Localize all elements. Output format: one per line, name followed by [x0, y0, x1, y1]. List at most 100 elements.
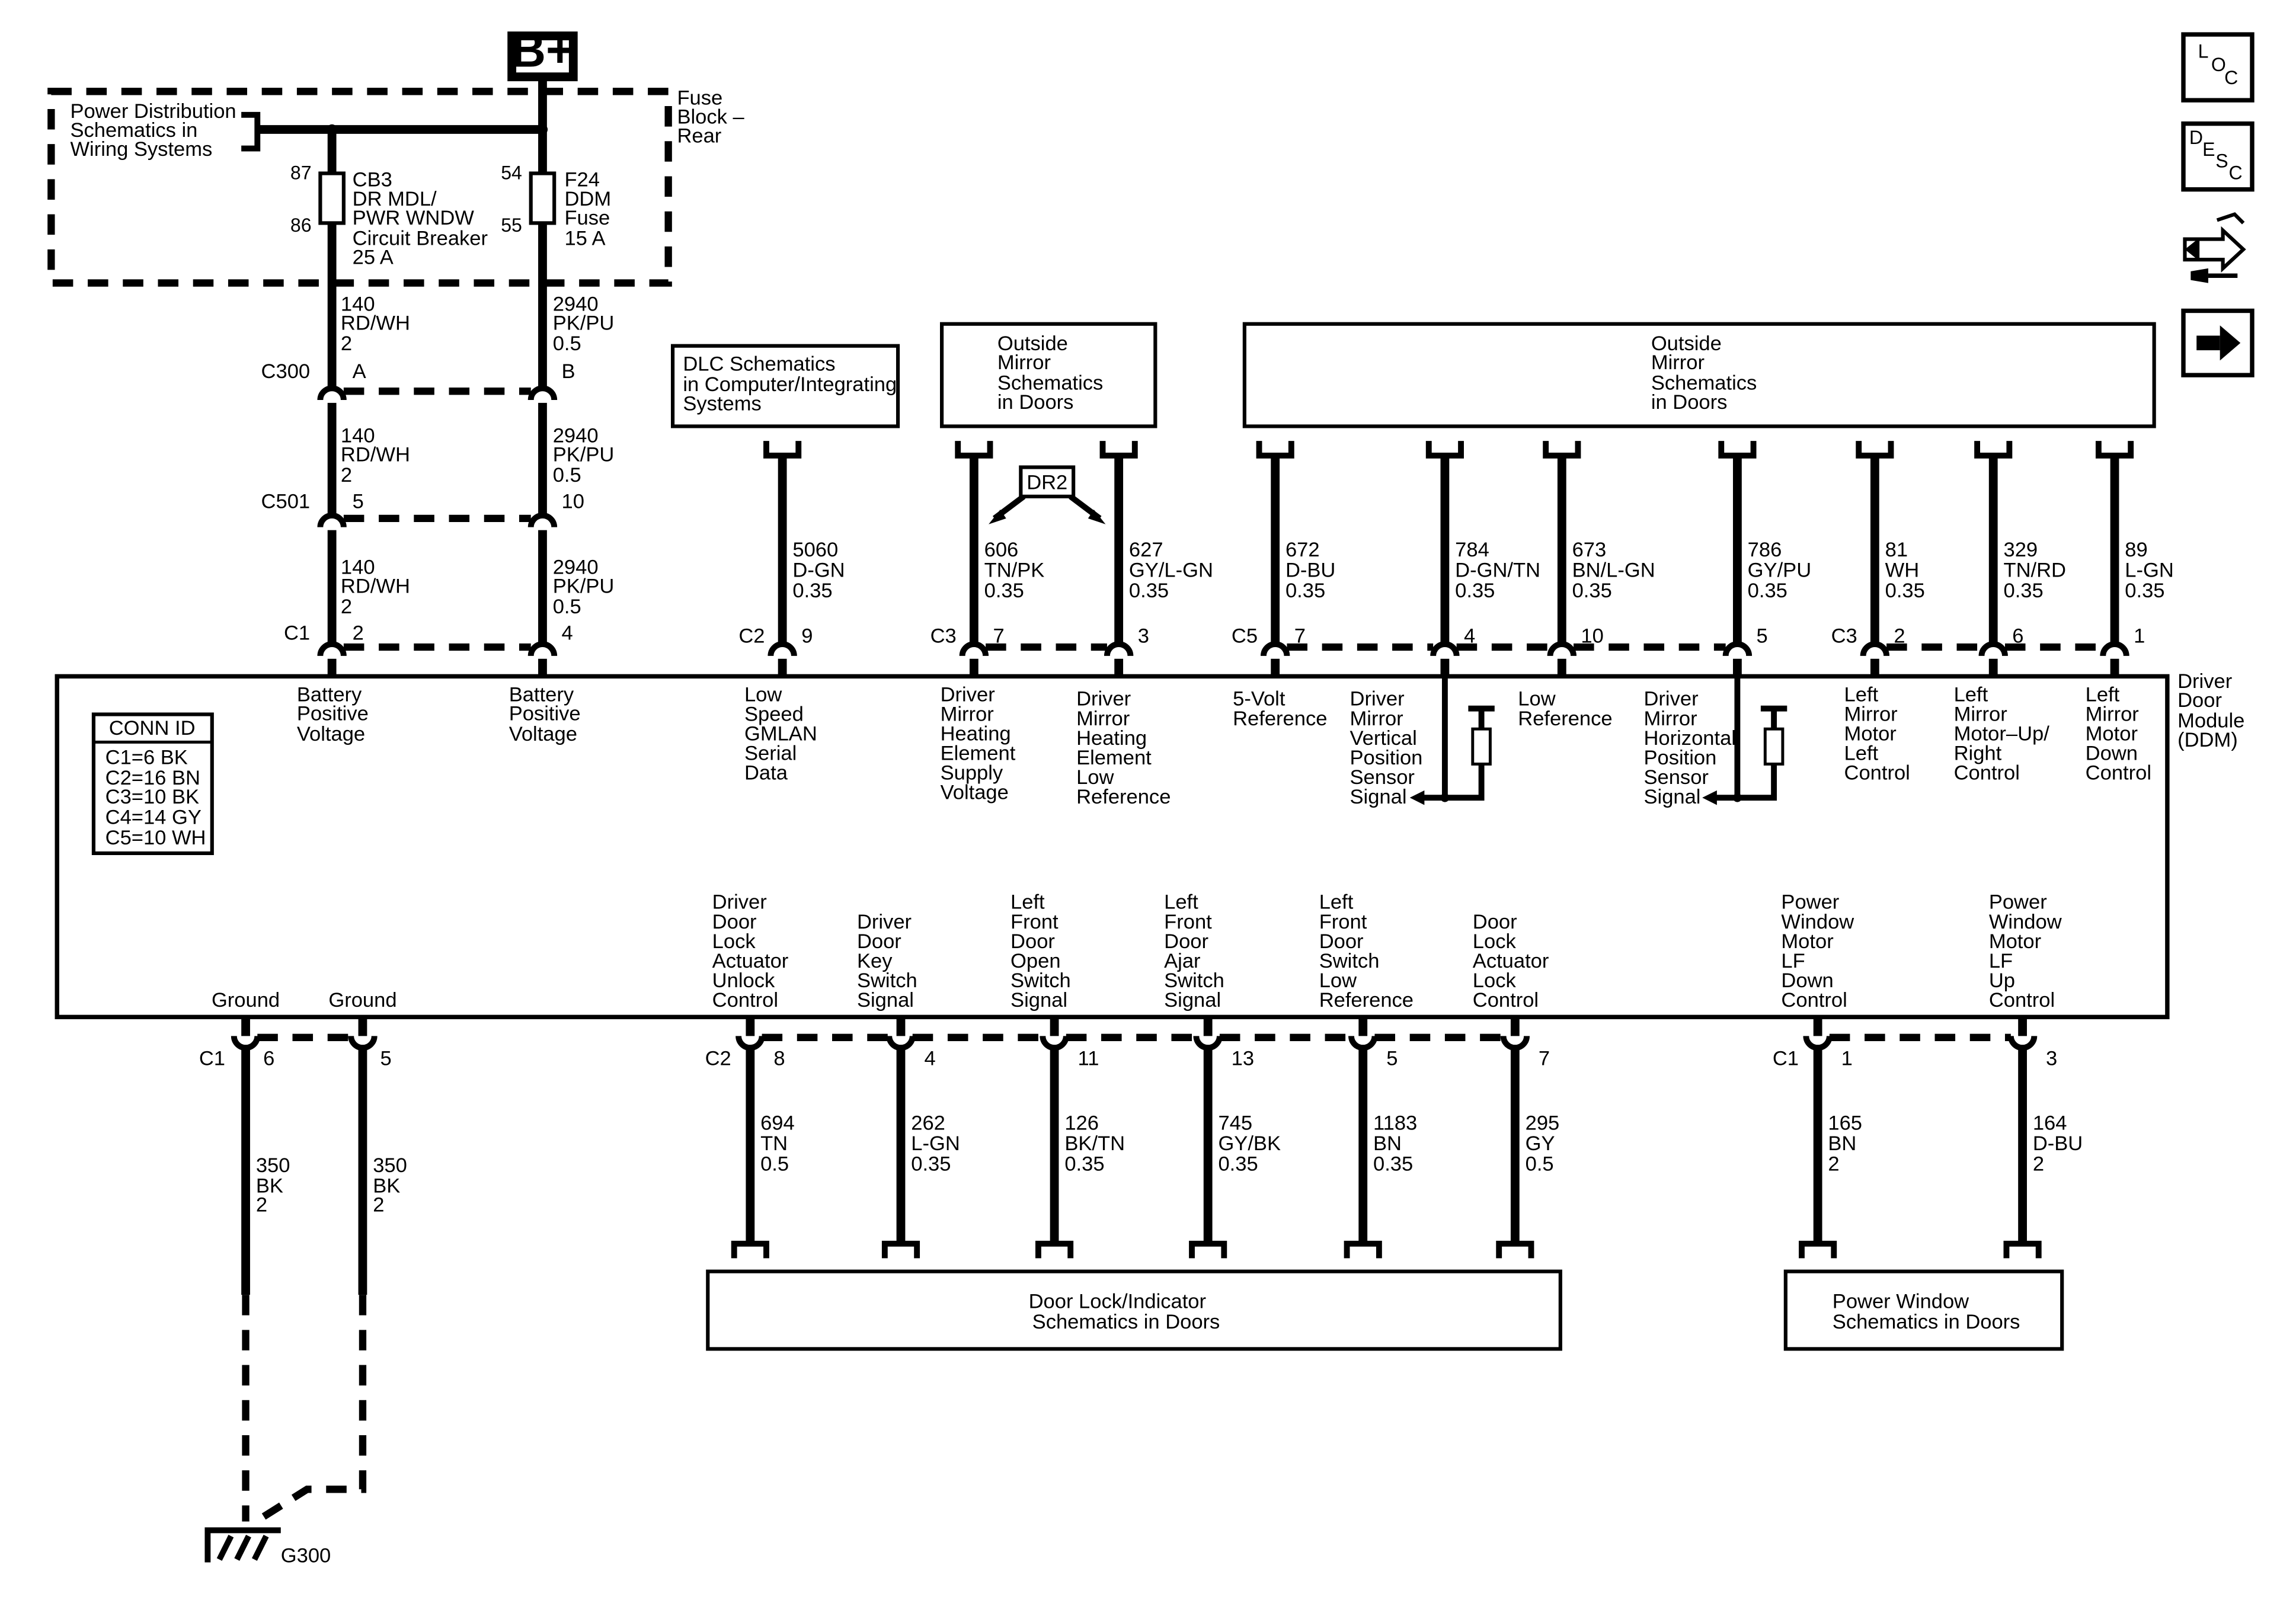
- power-feed-wires: 140 RD/WH 2 2940 PK/PU 0.5 C300 A B 140 …: [261, 293, 620, 677]
- svg-text:Power Window Schematics: Power Window Schematics in Doors: [1833, 1290, 2020, 1333]
- ground-g300-symbol: [204, 1527, 281, 1563]
- connector-icon[interactable]: [2183, 212, 2246, 283]
- svg-text:Outside Mirror Sch: Outside Mirror Schematics in Doors: [1651, 332, 1763, 414]
- svg-text:DLC Schematics in Comput: DLC Schematics in Computer/Integrating S…: [683, 353, 902, 415]
- svg-text:350 BK 2: 350 BK 2: [256, 1154, 296, 1217]
- wire-label-a1: 140 RD/WH 2: [341, 293, 416, 355]
- pin-number: 7: [1539, 1048, 1550, 1070]
- svg-text:CB3 DR MDL/ PW: CB3 DR MDL/ PWR WNDW Circuit Breaker 25 …: [353, 169, 494, 269]
- svg-text:E: E: [2202, 139, 2215, 160]
- fuse-f24: 54 55 F24 DDM Fuse 15 A: [501, 129, 611, 390]
- horizontal-sensor-internal: [1702, 676, 1787, 805]
- ground-circuit: Ground Ground C1 6 5 350 BK 2 350 BK 2 G…: [199, 989, 407, 1567]
- svg-text:5: 5: [380, 1048, 392, 1070]
- desc-icon[interactable]: D E S C: [2181, 121, 2255, 192]
- wire-label-a3: 140 RD/WH 2: [341, 556, 416, 619]
- pin-number: 2: [1894, 625, 1905, 648]
- connector-c300: C300 A B: [261, 360, 575, 401]
- pin-number: 13: [1232, 1048, 1254, 1070]
- outside-mirror-ref-small[interactable]: Outside Mirror Schematics in Doors: [939, 322, 1157, 428]
- connector-c501: C501 5 10: [261, 491, 584, 528]
- svg-text:55: 55: [501, 215, 522, 236]
- outside-mirror-ref-large[interactable]: Outside Mirror Schematics in Doors: [1242, 322, 2156, 428]
- svg-text:4: 4: [562, 622, 573, 645]
- svg-text:C1=6 BK C2=16 BN C: C1=6 BK C2=16 BN C3=10 BK C4=14 GY C5=10…: [105, 746, 207, 849]
- svg-text:Door Lock/Indicator Sche: Door Lock/Indicator Schematics in Doors: [1029, 1290, 1220, 1333]
- loc-icon[interactable]: L O C: [2181, 32, 2255, 103]
- fuse-block-label: Fuse Block – Rear: [677, 87, 750, 148]
- wire-label-b2: 2940 PK/PU 0.5: [553, 425, 620, 487]
- power-window-ref[interactable]: Power Window Schematics in Doors: [1783, 1269, 2064, 1351]
- svg-text:B: B: [562, 360, 575, 383]
- power-source: B+: [507, 23, 578, 82]
- conn-id-table: CONN ID C1=6 BK C2=16 BN C3=10 BK C4=14 …: [91, 712, 214, 856]
- dlc-schematics-ref[interactable]: DLC Schematics in Computer/Integrating S…: [670, 344, 903, 428]
- pin-number: 8: [773, 1048, 785, 1070]
- pin-number: 5: [1386, 1048, 1398, 1070]
- pin-number: 7: [993, 625, 1004, 648]
- svg-text:CONN ID: CONN ID: [109, 717, 196, 740]
- svg-text:C1: C1: [284, 622, 310, 645]
- pin-number: 4: [1464, 625, 1475, 648]
- connector-c1-top: C1 2 4: [284, 622, 573, 657]
- svg-text:DR2: DR2: [1027, 472, 1067, 494]
- svg-text:86: 86: [290, 215, 312, 236]
- connector-name: C3: [930, 625, 957, 648]
- svg-text:10: 10: [562, 491, 584, 513]
- power-distribution-ref: Power Distribution Schematics in Wiring …: [70, 100, 242, 161]
- svg-text:C: C: [2224, 67, 2238, 88]
- pin-number: 7: [1294, 625, 1306, 648]
- svg-text:C501: C501: [261, 491, 311, 513]
- svg-text:87: 87: [290, 162, 312, 183]
- next-arrow-icon[interactable]: [2181, 308, 2255, 377]
- svg-text:Outside Mirror Sch: Outside Mirror Schematics in Doors: [997, 332, 1109, 414]
- svg-text:C: C: [2228, 162, 2242, 183]
- pin-number: 1: [2134, 625, 2145, 648]
- svg-text:C1: C1: [199, 1048, 225, 1070]
- pin-number: 3: [2046, 1048, 2057, 1070]
- svg-text:O: O: [2211, 54, 2226, 75]
- svg-text:Ground: Ground: [328, 989, 396, 1012]
- pin-number: 6: [2012, 625, 2023, 648]
- pin-number: 3: [1138, 625, 1149, 648]
- svg-text:G300: G300: [281, 1545, 331, 1567]
- door-lock-indicator-ref[interactable]: Door Lock/Indicator Schematics in Doors: [706, 1269, 1562, 1351]
